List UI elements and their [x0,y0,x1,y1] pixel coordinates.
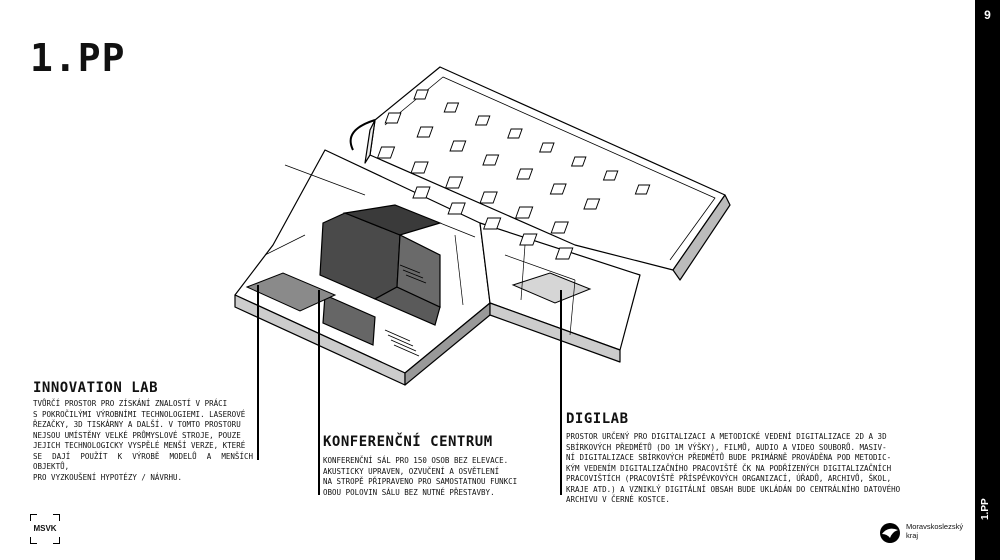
region-logo-text: Moravskoslezský kraj [906,522,963,540]
innovation-lab-text: TVŮRČÍ PROSTOR PRO ZÍSKÁNÍ ZNALOSTÍ V PR… [33,399,253,483]
msvk-logo-text: MSVK [33,524,57,533]
text-line: TVŮRČÍ PROSTOR PRO ZÍSKÁNÍ ZNALOSTÍ V PR… [33,399,228,408]
text-line: KRAJE ATD.) A VZNIKLÝ DIGITÁLNÍ OBSAH BU… [566,484,901,494]
interior-walls [264,164,576,336]
logo-corner [30,514,37,521]
curved-corner [349,119,376,151]
page-title: 1.PP [30,36,126,80]
region-logo-line: Moravskoslezský [906,522,964,531]
digilab-heading: DIGILAB [566,411,629,427]
digilab-area [511,272,592,304]
floor-plan-drawing [234,66,731,386]
region-emblem-icon [880,523,900,543]
region-logo-line: kraj [906,531,919,540]
staircase [384,264,427,357]
logo-corner [53,537,60,544]
text-line: SBÍRKOVÝCH PŘEDMĚTŮ (DO 1M VÝŠKY), FILMŮ… [566,442,887,452]
text-line: ŘEZAČKY, 3D TISKÁRNY A DALŠÍ. V TOMTO PR… [33,420,241,429]
sidebar-section-label: 1.PP [980,498,991,520]
logo-corner [53,514,60,521]
text-line: JEJICH TECHNOLOGICKY VYSPĚLÉ MENŠÍ VERZE… [33,441,246,450]
region-logo: Moravskoslezský kraj [878,520,968,546]
digilab-text: PROSTOR URČENÝ PRO DIGITALIZACI A METODI… [566,432,911,506]
text-line: S POKROČILÝMI VÝROBNÍMI TECHNOLOGIEMI. L… [33,409,246,419]
text-line: NA STROPĚ PŘIPRAVENO PRO SAMOSTATNOU FUN… [323,477,518,486]
text-line: PRO VYZKOUŠENÍ HYPOTÉZY / NÁVRHU. [33,472,183,482]
leader-line-innovation-lab [257,285,259,460]
text-line: NEJSOU UMÍSTĚNY VELKÉ PRŮMYSLOVÉ STROJE,… [33,430,241,440]
leader-line-digilab [560,290,562,495]
building-outline [234,66,731,386]
text-line: KONFERENČNÍ SÁL PRO 150 OSOB BEZ ELEVACE… [323,456,509,465]
innovation-lab-area [245,272,337,312]
text-line: ARCHIVU V ČERNÉ KOSTCE. [566,495,670,504]
page-number: 9 [984,8,991,22]
text-line: OBOU POLOVIN SÁLU BEZ NUTNÉ PŘESTAVBY. [323,487,495,497]
page-sidebar [975,0,1000,560]
conference-center-text: KONFERENČNÍ SÁL PRO 150 OSOB BEZ ELEVACE… [323,456,538,498]
text-line: PRACOVIŠTÍCH (PRACOVIŠTĚ PŘÍSPĚVKOVÝCH O… [566,474,892,483]
text-line: PROSTOR URČENÝ PRO DIGITALIZACI A METODI… [566,432,887,441]
text-line: AKUSTICKY UPRAVEN, OZVUČENÍ A OSVĚTLENÍ [323,466,500,476]
innovation-lab-heading: INNOVATION LAB [33,380,159,396]
leader-line-conference [318,290,320,495]
conference-hall-block [319,204,442,346]
text-line: NÍ DIGITALIZACE SBÍRKOVÝCH PŘEDMĚTŮ BUDE… [566,453,892,462]
column-grid [376,89,651,260]
logo-corner [30,537,37,544]
text-line: KÝM VEDENÍM DIGITALIZAČNÍHO PRACOVIŠTĚ Č… [566,463,892,473]
msvk-logo: MSVK [30,514,60,544]
text-line: SE DAJÍ POUŽÍT K VÝROBĚ MODELŮ A MENŠÍCH… [33,451,253,472]
conference-center-heading: KONFERENČNÍ CENTRUM [323,434,493,450]
